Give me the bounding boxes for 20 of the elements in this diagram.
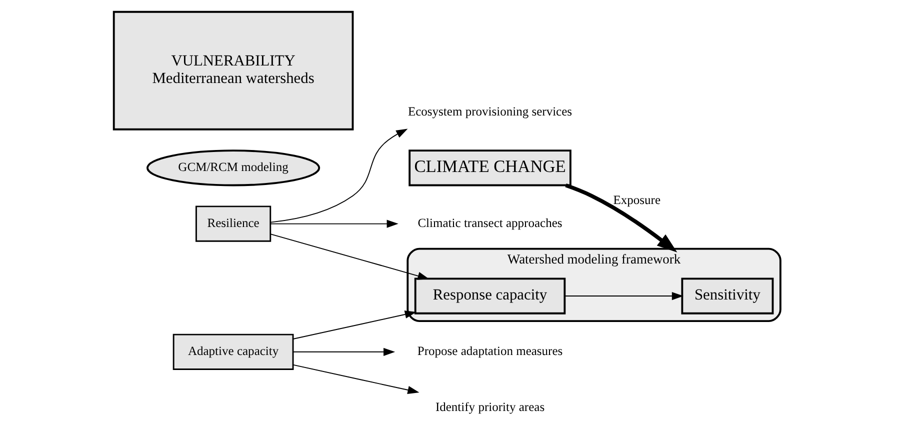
arrow	[564, 292, 684, 300]
node-box: Adaptive capacity	[172, 334, 294, 370]
node-box: Resilience	[196, 206, 272, 242]
node-text: Propose adaptation measures	[417, 344, 563, 358]
node-box: Response capacity	[414, 278, 566, 314]
node-text: Climatic transect approaches	[418, 216, 562, 230]
arrow	[270, 220, 398, 228]
node-box: CLIMATE CHANGE	[408, 150, 572, 186]
arrow	[292, 364, 420, 394]
arrow	[292, 348, 396, 356]
node-ellipse: GCM/RCM modeling	[146, 150, 320, 186]
node-box: VULNERABILITY Mediterranean watersheds	[112, 10, 354, 130]
arrow	[270, 234, 430, 280]
arrow	[292, 310, 416, 340]
arrow	[270, 128, 408, 223]
arrow	[565, 184, 678, 252]
node-box: Sensitivity	[681, 278, 774, 314]
edge-label: Exposure	[613, 192, 661, 207]
node-text: Identify priority areas	[435, 400, 545, 414]
node-text: Ecosystem provisioning services	[408, 104, 572, 118]
